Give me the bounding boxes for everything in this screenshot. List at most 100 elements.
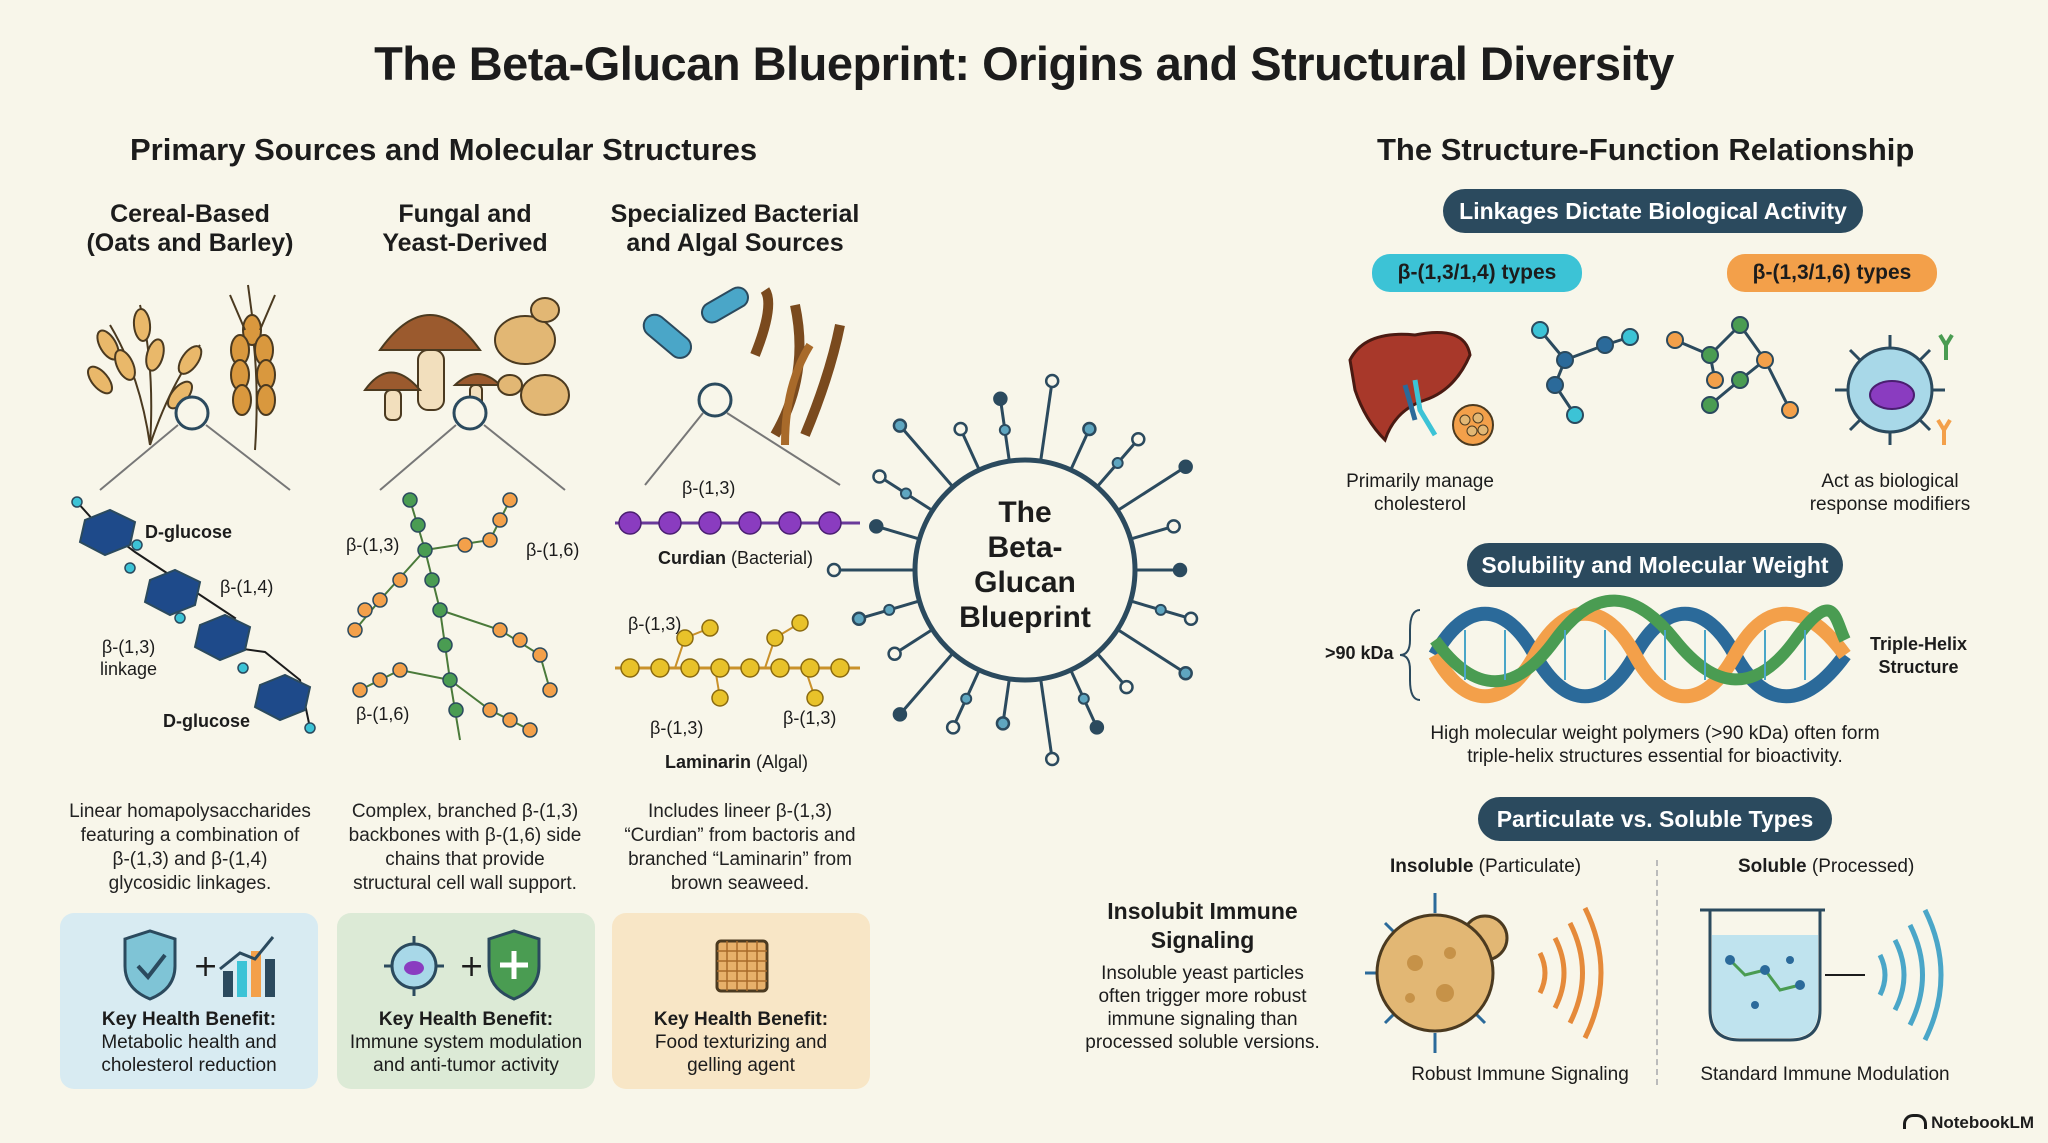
curdian-label-beta-13: β-(1,3) [682, 478, 736, 498]
side-description: Insoluble yeast particles often trigger … [1080, 962, 1325, 1054]
bacteria-seaweed-icon [642, 286, 845, 486]
hub-node [1178, 459, 1193, 474]
curdian-caption: Curdian (Bacterial) [658, 548, 813, 569]
fungal-label-beta-16-lower: β-(1,6) [356, 704, 410, 724]
solubility-caption-line: High molecular weight polymers (>90 kDa)… [1430, 723, 1880, 744]
side-desc-line: immune signaling than [1107, 1009, 1298, 1030]
label-beta-13: β-(1,3) [101, 637, 156, 657]
side-title: Insolubit Immune Signaling [1080, 897, 1325, 955]
hub-node [883, 603, 896, 616]
immune-caption: Act as biological response modifiers [1790, 470, 1990, 516]
hub-title-line: Glucan [974, 566, 1076, 599]
hub-node [1166, 519, 1181, 534]
fungal-benefit-line: Immune system modulation [349, 1032, 583, 1053]
hub-node [995, 716, 1011, 731]
brand-name: NotebookLM [1931, 1113, 2034, 1132]
label-beta-13-linkage: β-(1,3) linkage [100, 636, 157, 680]
hub-spoke [898, 652, 955, 716]
hub-node [851, 611, 867, 626]
laminarin-caption: Laminarin (Algal) [665, 752, 808, 773]
hub-spoke [959, 428, 981, 471]
bacterial-description: Includes lineer β-(1,3) “Curdian” from b… [610, 800, 870, 896]
solubility-caption-line: triple-helix structures essential for bi… [1467, 746, 1843, 767]
cereal-heading-line2: (Oats and Barley) [86, 229, 294, 257]
bacterial-benefit-line: Food texturizing and [654, 1032, 828, 1053]
cereal-description: Linear homapolysaccharides featuring a c… [55, 800, 325, 896]
fungal-benefit-title: Key Health Benefit: [378, 1009, 554, 1030]
hub-node [1111, 457, 1124, 470]
side-title-line: Signaling [1150, 927, 1255, 953]
cereal-desc-line: β-(1,3) and β-(1,4) [112, 849, 268, 870]
laminarin-label-beta-13-a: β-(1,3) [628, 614, 682, 634]
robust-signaling-label: Robust Immune Signaling [1411, 1064, 1629, 1085]
cyan-linkage-molecule [1531, 321, 1639, 424]
hub-spoke [1001, 678, 1011, 724]
tag-beta-13-16: β-(1,3/1,6) types [1727, 254, 1937, 292]
beaker-solution-icon [1700, 908, 1944, 1042]
right-section-title: The Structure-Function Relationship [1377, 132, 1915, 167]
liver-icon [1348, 331, 1494, 446]
hub-spoke [893, 628, 934, 656]
cereal-molecule-diagram [71, 496, 316, 734]
hub-node [1178, 666, 1193, 681]
fungal-benefit-line: and anti-tumor activity [373, 1055, 559, 1076]
svg-text:+: + [459, 949, 484, 984]
oats-barley-icon [87, 284, 291, 491]
immune-caption-line: response modifiers [1809, 494, 1971, 515]
cereal-benefit-title: Key Health Benefit: [101, 1009, 277, 1030]
side-desc-line: often trigger more robust [1098, 986, 1307, 1007]
laminarin-source: (Algal) [751, 752, 809, 772]
mushroom-yeast-icon [363, 297, 570, 491]
side-title-line: Insolubit Immune [1107, 898, 1298, 924]
insoluble-heading-bold: Insoluble [1390, 856, 1474, 877]
hub-title: The Beta- Glucan Blueprint [935, 495, 1115, 635]
bacterial-desc-line: Includes lineer β-(1,3) [647, 801, 833, 822]
hub-node [1077, 692, 1090, 705]
laminarin-name: Laminarin [665, 752, 752, 772]
bacterial-benefit-line: gelling agent [687, 1055, 795, 1076]
fungal-label-beta-16: β-(1,6) [526, 540, 580, 560]
hub-node [1089, 720, 1105, 735]
hub-spoke [1039, 380, 1054, 462]
bacterial-heading-line1: Specialized Bacterial [610, 200, 860, 228]
gel-texture-icon [715, 939, 769, 993]
bacterial-desc-line: brown seaweed. [670, 873, 810, 894]
hub-node [945, 720, 961, 735]
label-linkage: linkage [100, 659, 158, 679]
hub-node [899, 487, 912, 500]
fungal-heading-line1: Fungal and [398, 200, 532, 228]
central-hub-diagram [826, 373, 1199, 767]
immune-caption-line: Act as biological [1821, 471, 1959, 492]
fungal-heading-line2: Yeast-Derived [382, 229, 548, 257]
label-d-glucose-top: D-glucose [145, 522, 233, 542]
hub-node [1183, 611, 1199, 626]
hub-spoke [1116, 465, 1187, 512]
cereal-benefit-line: cholesterol reduction [101, 1055, 277, 1076]
hub-node [1082, 421, 1097, 437]
bacterial-desc-line: “Curdian” from bactoris and [624, 825, 856, 846]
hub-spoke [1095, 652, 1128, 689]
hub-node [1119, 679, 1134, 695]
fungal-desc-line: structural cell wall support. [353, 873, 577, 894]
hub-node [1131, 432, 1146, 447]
fungal-desc-line: Complex, branched β-(1,3) [351, 801, 579, 822]
soluble-heading-rest: (Processed) [1806, 856, 1915, 877]
standard-modulation-label: Standard Immune Modulation [1700, 1064, 1950, 1085]
label-d-glucose-bottom: D-glucose [163, 711, 251, 731]
hub-node [1172, 562, 1188, 578]
hub-node [998, 423, 1011, 436]
hub-title-line: The [998, 496, 1052, 529]
hub-node [826, 562, 842, 578]
yeast-particle-icon [1365, 893, 1604, 1053]
hub-spoke [1130, 524, 1175, 541]
hub-node [960, 692, 973, 705]
hub-node [1154, 603, 1167, 616]
liver-caption-line: Primarily manage [1346, 471, 1494, 492]
hub-node [887, 646, 902, 662]
notebooklm-logo-icon [1903, 1114, 1928, 1129]
weight-label: >90 kDa [1325, 643, 1394, 663]
svg-text:+: + [193, 949, 218, 984]
types-pill: Particulate vs. Soluble Types [1478, 797, 1832, 841]
bacterial-heading-line2: and Algal Sources [626, 229, 844, 257]
fungal-desc-line: chains that provide [385, 849, 545, 870]
